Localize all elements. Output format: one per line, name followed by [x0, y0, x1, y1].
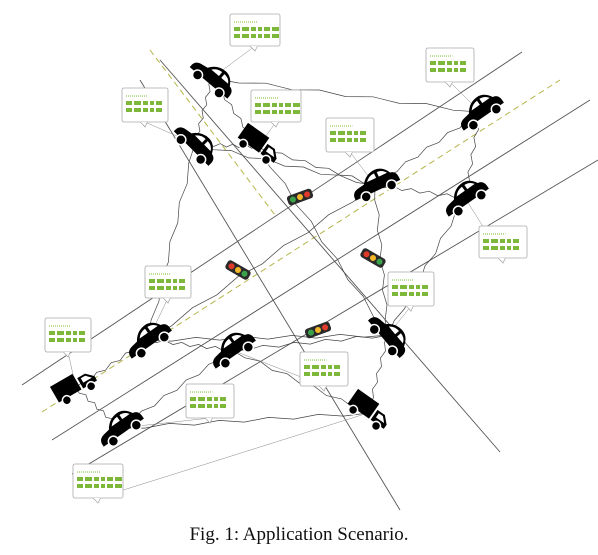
message-bubble-icon — [229, 13, 281, 52]
road-edge — [159, 59, 501, 453]
message-link — [97, 412, 369, 499]
traffic-light-icon — [360, 248, 386, 268]
message-bubble-icon — [121, 87, 169, 128]
v2v-link — [119, 412, 369, 429]
traffic-light-icon — [304, 321, 332, 339]
car-icon — [354, 168, 401, 203]
v2v-link — [194, 143, 376, 186]
car-icon — [173, 127, 214, 166]
v2v-link — [147, 334, 389, 342]
v2v-link — [147, 143, 196, 341]
v2v-link — [211, 77, 481, 113]
roads — [21, 49, 598, 511]
application-scenario-diagram — [21, 13, 598, 511]
v2v-link — [231, 334, 389, 351]
traffic-lights — [225, 188, 386, 339]
lane-divider — [41, 79, 561, 413]
message-bubble-icon — [72, 463, 124, 504]
car-icon — [461, 94, 504, 131]
lane-divider — [149, 49, 276, 216]
car-icon — [101, 410, 144, 447]
vehicles — [49, 62, 504, 447]
car-icon — [189, 62, 232, 99]
message-bubble-icon — [425, 47, 475, 88]
message-bubbles — [44, 13, 528, 504]
message-bubble-icon — [325, 117, 375, 158]
car-icon — [367, 317, 406, 359]
truck-icon — [237, 122, 277, 166]
car-icon — [446, 180, 489, 217]
road-edge — [139, 79, 401, 511]
road-edge — [71, 159, 598, 475]
v2v-link — [147, 339, 233, 351]
truck-icon — [49, 373, 98, 406]
message-bubble-icon — [478, 225, 528, 264]
traffic-light-icon — [225, 260, 251, 280]
message-bubble-icon — [250, 89, 302, 128]
v2v-link — [387, 197, 466, 336]
road-edge — [51, 99, 591, 441]
message-bubble-icon — [144, 265, 192, 304]
road-edge — [21, 51, 523, 386]
message-bubble-icon — [44, 317, 92, 358]
car-icon — [129, 322, 172, 359]
v2v-link — [257, 146, 389, 336]
v2v-link — [231, 349, 369, 414]
v2v-link — [257, 146, 376, 186]
car-icon — [213, 332, 256, 369]
message-bubble-icon — [387, 271, 435, 312]
message-bubble-icon — [299, 351, 349, 392]
message-bubble-icon — [185, 383, 235, 424]
figure-caption: Fig. 1: Application Scenario. — [189, 524, 409, 545]
traffic-light-icon — [286, 188, 314, 206]
v2v-link — [147, 184, 376, 341]
truck-icon — [347, 388, 387, 432]
